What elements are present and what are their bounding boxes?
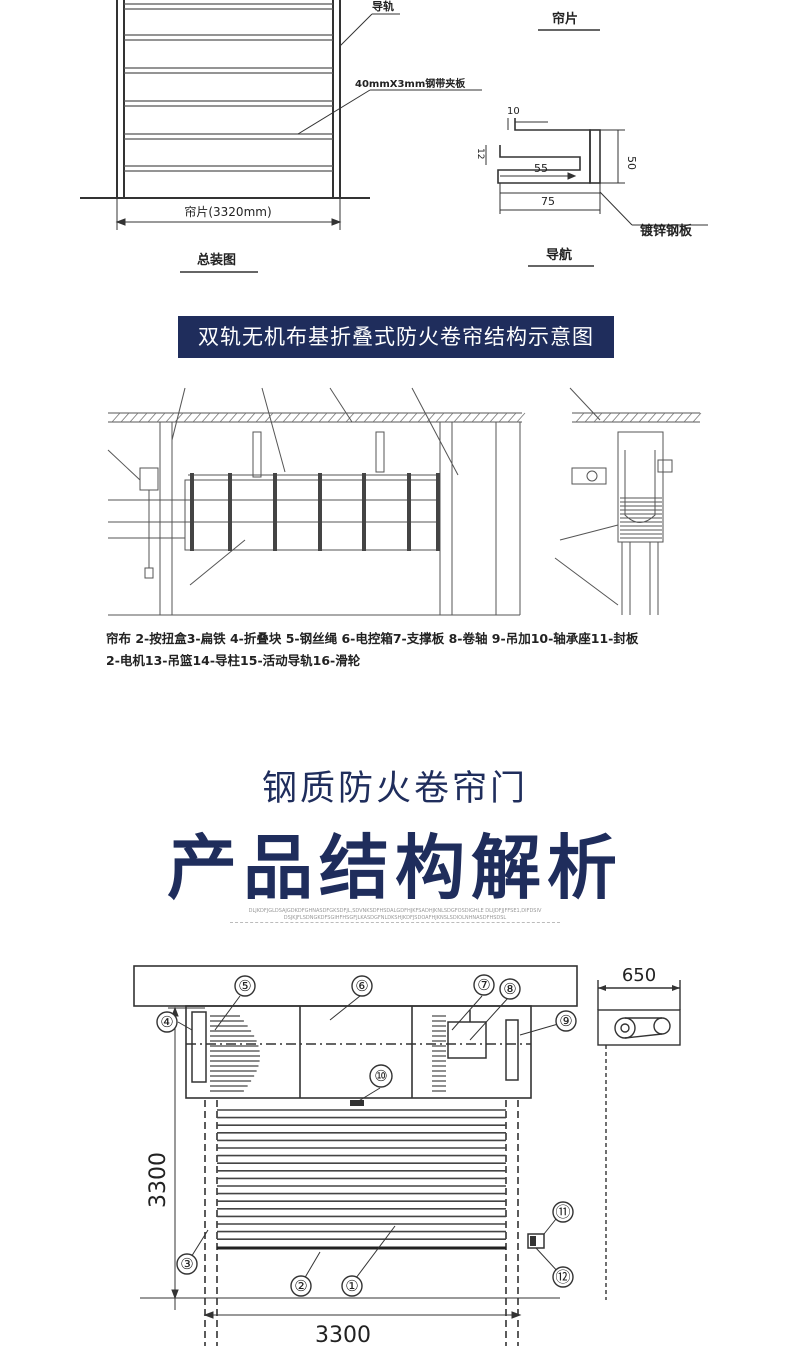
fine-print-2: DSJKJFLSDNGKDFSGIHFHSGFJLKASDGFNLDKSHJKD…: [283, 915, 507, 921]
fine-print-1: DLJKDFJGLDSAJGDKDFGHNASDFGKSDFJL,SDVNKSD…: [248, 908, 542, 914]
svg-text:⑤: ⑤: [238, 977, 251, 995]
legend-line-2: 2-电机13-吊篮14-导柱15-活动导轨16-滑轮: [106, 653, 361, 668]
fine-print-divider: [230, 922, 560, 923]
svg-text:⑪: ⑪: [555, 1203, 570, 1221]
marker-6: ⑥: [351, 975, 373, 997]
marker-9: ⑨: [555, 1010, 577, 1032]
section-title: 产品结构解析: [167, 827, 623, 909]
dim-height: 3300: [146, 1152, 171, 1208]
marker-11: ⑪: [552, 1201, 574, 1223]
svg-text:⑥: ⑥: [355, 977, 368, 995]
assembly-label: 总装图: [197, 252, 236, 268]
svg-text:②: ②: [294, 1277, 307, 1295]
marker-5: ⑤: [234, 975, 256, 997]
curtain-label: 帘片: [552, 11, 578, 27]
assembly-drawing: 帘片(3320mm) 导轨 40mmX3mm钢带夹板 总装图 帘片 10 55 …: [80, 0, 708, 273]
marker-1: ①: [341, 1275, 363, 1297]
curtain-width-label: 帘片(3320mm): [184, 204, 271, 219]
dim-55: 55: [534, 162, 548, 175]
marker-12: ⑫: [552, 1266, 574, 1288]
section-banner: 双轨无机布基折叠式防火卷帘结构示意图: [178, 316, 614, 358]
guide-label: 导航: [546, 247, 572, 263]
guide-rail-label: 导轨: [372, 0, 394, 13]
svg-text:⑫: ⑫: [555, 1268, 570, 1286]
steel-strip-label: 40mmX3mm钢带夹板: [355, 77, 466, 90]
structure-drawing: 3300 3300 650 ④ ⑤ ⑥ ⑦ ⑧ ⑨: [133, 965, 681, 1346]
svg-text:④: ④: [160, 1013, 173, 1031]
svg-text:③: ③: [180, 1255, 193, 1273]
dim-50: 50: [625, 156, 638, 170]
marker-2: ②: [290, 1275, 312, 1297]
marker-4: ④: [156, 1011, 178, 1033]
marker-3: ③: [176, 1253, 198, 1275]
dim-width: 3300: [315, 1323, 371, 1346]
svg-text:⑩: ⑩: [374, 1067, 387, 1085]
svg-text:⑨: ⑨: [559, 1012, 572, 1030]
marker-10: ⑩: [369, 1064, 393, 1088]
dim-10: 10: [507, 106, 520, 117]
section-subtitle: 钢质防火卷帘门: [261, 769, 528, 809]
marker-7: ⑦: [473, 974, 495, 996]
dim-75: 75: [541, 195, 555, 208]
svg-text:①: ①: [345, 1277, 358, 1295]
dim-650: 650: [622, 965, 656, 986]
folding-curtain-diagram: [107, 387, 702, 616]
svg-text:⑦: ⑦: [477, 976, 490, 994]
galvanized-label: 镀锌钢板: [640, 223, 693, 239]
dim-12: 12: [475, 148, 485, 159]
svg-text:⑧: ⑧: [503, 980, 516, 998]
marker-8: ⑧: [499, 978, 521, 1000]
legend-line-1: 帘布 2-按扭盒3-扁铁 4-折叠块 5-钢丝绳 6-电控箱7-支撑板 8-卷轴…: [106, 631, 639, 646]
